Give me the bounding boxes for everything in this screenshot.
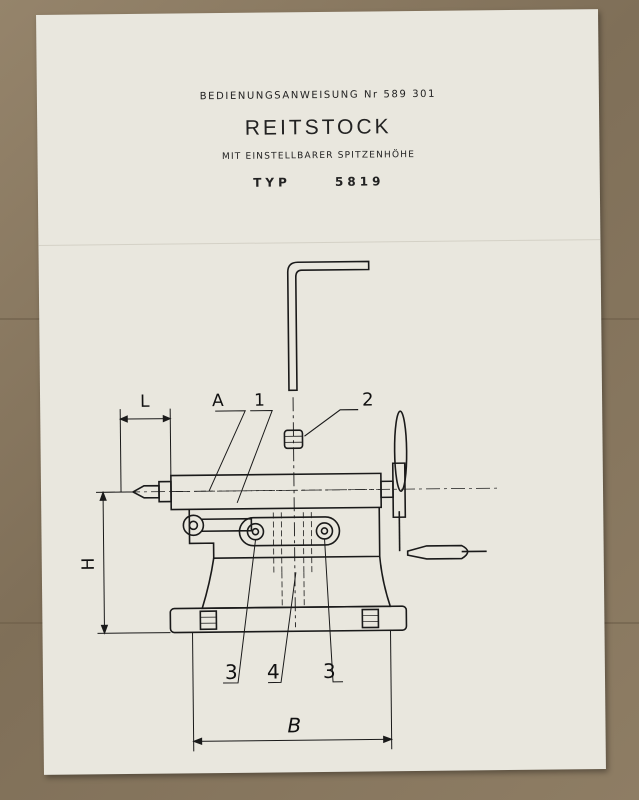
set-screw — [283, 429, 304, 450]
height-label: H — [79, 558, 99, 571]
part-4-label: 4 — [267, 659, 280, 683]
part-3-right-label: 3 — [323, 659, 336, 683]
length-label: L — [140, 392, 150, 412]
tailstock-technical-drawing: L A 1 2 H 3 4 3 B — [79, 260, 502, 752]
dimension-width — [192, 630, 394, 752]
part-3-left-label: 3 — [225, 660, 238, 684]
part-2-label: 2 — [362, 389, 374, 410]
tailstock-pedestal — [201, 556, 392, 610]
width-label: B — [287, 713, 301, 737]
part-1-label: 1 — [254, 391, 265, 411]
tailstock-middle-body — [188, 507, 381, 573]
dimension-length — [119, 408, 172, 493]
allen-key — [286, 260, 370, 392]
instruction-sheet: BEDIENUNGSANWEISUNG Nr 589 301 REITSTOCK… — [36, 9, 606, 775]
dimension-height — [96, 490, 171, 635]
point-a-label: A — [212, 391, 224, 411]
tailstock-base-plate — [169, 605, 408, 634]
